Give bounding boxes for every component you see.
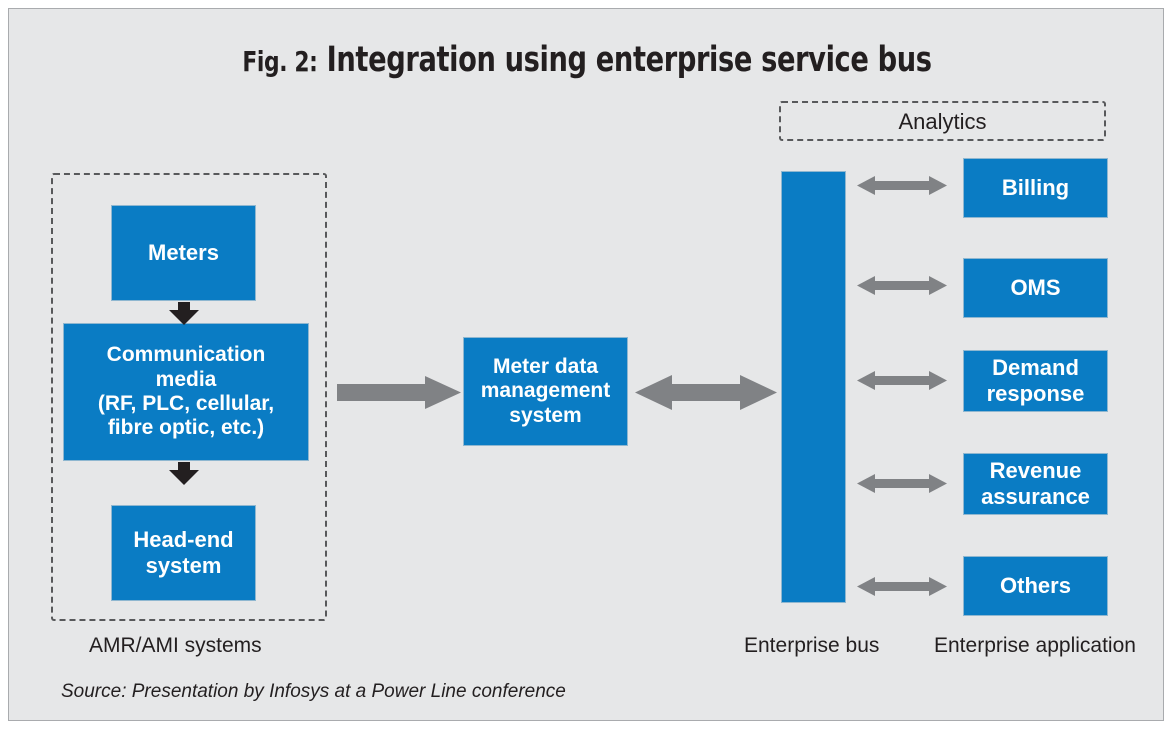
arrow-mdms-to-bus-icon [635, 375, 777, 410]
box-meters-label: Meters [148, 240, 219, 266]
box-others[interactable]: Others [963, 556, 1108, 616]
box-head-end-system-label: Head-end system [129, 527, 237, 578]
figure-panel: Fig. 2: Integration using enterprise ser… [8, 8, 1164, 721]
source-note: Source: Presentation by Infosys at a Pow… [61, 681, 566, 702]
arrow-bus-to-demand-response-icon [857, 371, 947, 390]
box-meters[interactable]: Meters [111, 205, 256, 301]
enterprise-bus-bar[interactable] [781, 171, 846, 603]
box-communication-media-line-1: Communication [106, 343, 266, 367]
arrow-bus-to-others-icon [857, 577, 947, 596]
box-head-end-system-line-1: Head-end [133, 527, 234, 553]
box-communication-media-line-4: fibre optic, etc.) [107, 416, 265, 440]
box-revenue-assurance-label: Revenue assurance [977, 458, 1094, 509]
analytics-label: Analytics [898, 109, 987, 134]
box-communication-media-line-3: (RF, PLC, cellular, [97, 392, 275, 415]
figure-number: Fig. 2: [242, 45, 318, 78]
box-meter-data-management-system[interactable]: Meter data management system [463, 337, 628, 446]
arrow-bus-to-revenue-assurance-icon [857, 474, 947, 493]
analytics-group-border [779, 101, 1106, 141]
box-communication-media[interactable]: Communication media (RF, PLC, cellular, … [63, 323, 309, 461]
arrow-bus-to-billing-icon [857, 176, 947, 195]
box-demand-response-line-1: Demand [992, 355, 1079, 381]
box-head-end-system[interactable]: Head-end system [111, 505, 256, 601]
box-revenue-assurance-line-2: assurance [981, 484, 1090, 509]
arrow-bus-to-oms-icon [857, 276, 947, 295]
amr-ami-group-border [51, 173, 327, 621]
box-oms[interactable]: OMS [963, 258, 1108, 318]
box-billing-label: Billing [1001, 175, 1070, 201]
enterprise-bus-caption: Enterprise bus [744, 634, 880, 657]
box-head-end-system-line-2: system [145, 553, 222, 578]
box-mdms-line-3: system [509, 403, 582, 427]
box-communication-media-label: Communication media (RF, PLC, cellular, … [94, 343, 278, 440]
page-title: Integration using enterprise service bus [326, 40, 932, 80]
box-mdms-line-2: management [480, 379, 611, 403]
enterprise-application-caption: Enterprise application [934, 634, 1136, 657]
box-demand-response-label: Demand response [983, 355, 1089, 406]
box-communication-media-line-2: media [155, 367, 217, 391]
amr-ami-caption: AMR/AMI systems [89, 634, 262, 657]
box-revenue-assurance-line-1: Revenue [989, 458, 1082, 484]
box-demand-response-line-2: response [986, 381, 1085, 406]
box-mdms-label: Meter data management system [477, 355, 615, 428]
box-billing[interactable]: Billing [963, 158, 1108, 218]
figure-title: Fig. 2: Integration using enterprise ser… [136, 39, 1038, 83]
arrow-amr-to-mdms-icon [337, 376, 461, 409]
box-revenue-assurance[interactable]: Revenue assurance [963, 453, 1108, 515]
box-oms-label: OMS [1010, 275, 1061, 301]
box-demand-response[interactable]: Demand response [963, 350, 1108, 412]
box-others-label: Others [1000, 573, 1071, 599]
box-mdms-line-1: Meter data [492, 354, 598, 378]
